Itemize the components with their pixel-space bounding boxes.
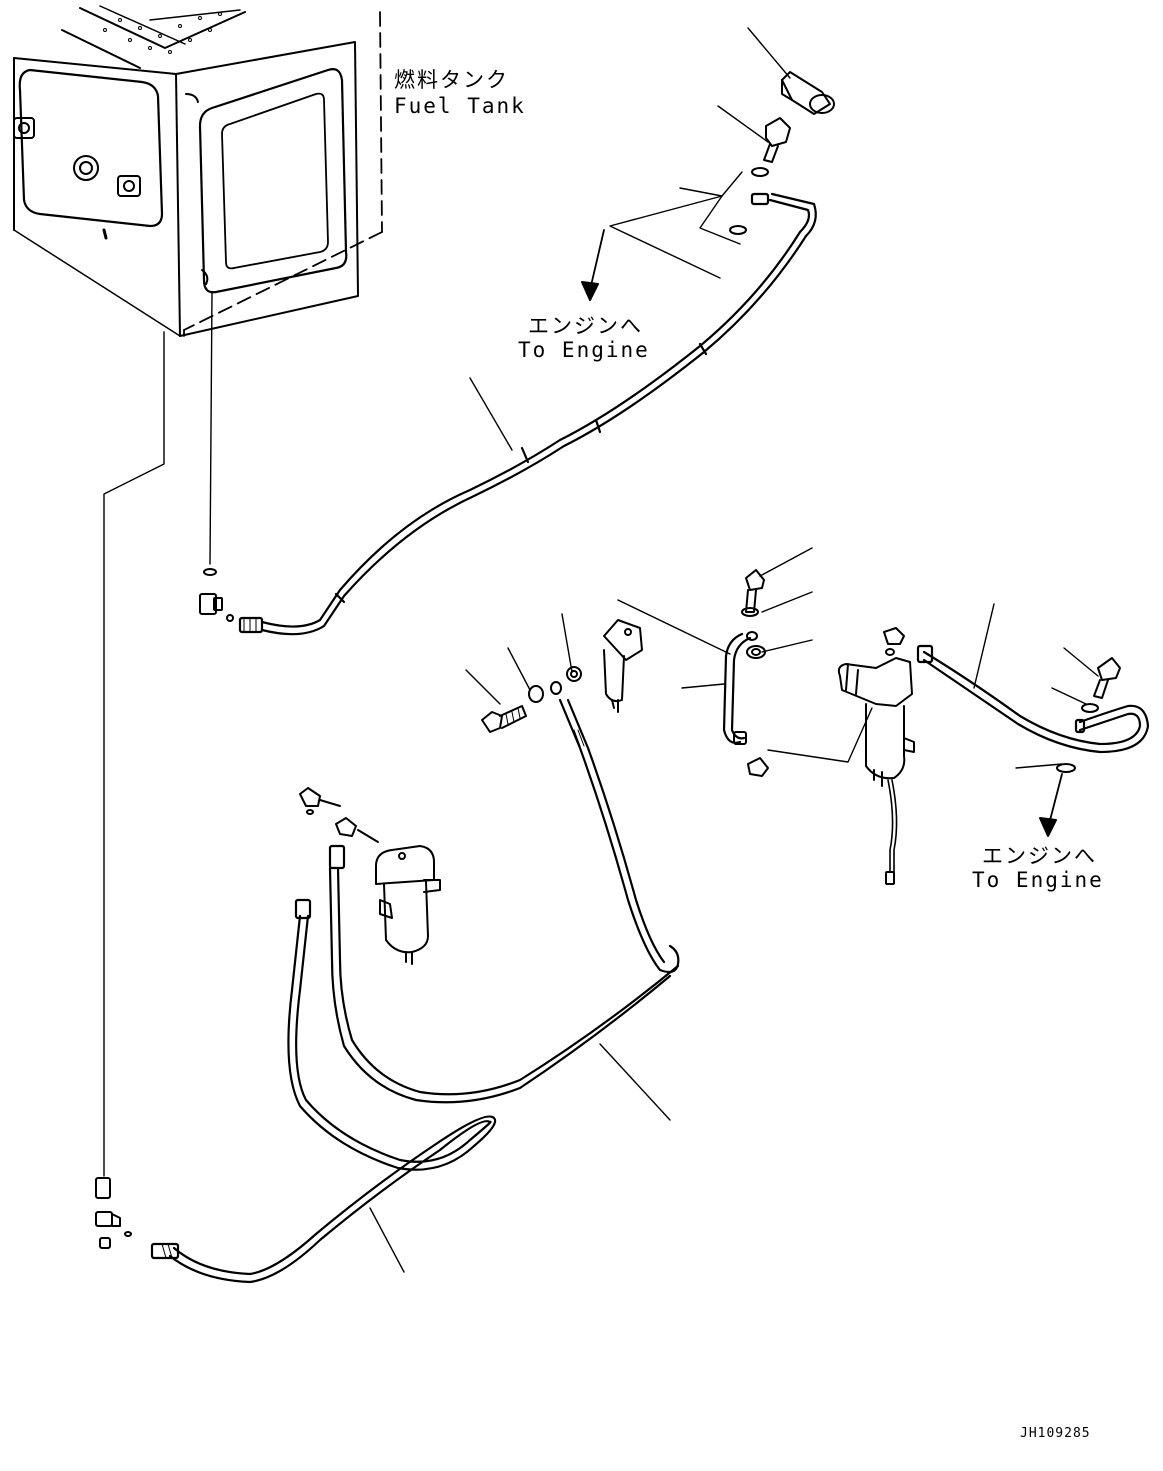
washer-top [751, 167, 769, 177]
center-long-hose [328, 698, 680, 1104]
to-engine-arrow-1 [581, 229, 605, 301]
fuel-tank-label-en: Fuel Tank [394, 94, 526, 118]
washer-right-top [1081, 703, 1099, 713]
lower-tank-fittings [95, 1177, 132, 1249]
fuel-tank-label-jp: 燃料タンク [394, 68, 509, 92]
fuel-tank [13, 5, 383, 337]
washer-left [528, 685, 544, 703]
right-return-hose [916, 644, 1150, 754]
banjo-bolt-right [1093, 657, 1121, 699]
banjo-bolt-top [763, 117, 791, 163]
tank-grid-dots [103, 12, 222, 54]
to-engine-label-jp-1: エンジンへ [528, 314, 643, 338]
fuel-filter-bottom [299, 787, 441, 965]
to-engine-label-en-1: To Engine [518, 338, 650, 362]
hose-elbow-pipe [781, 71, 835, 115]
fuel-filter-small [566, 619, 643, 713]
leader-lines [103, 27, 1099, 1273]
tank-elbow-fitting [199, 568, 234, 622]
upper-fuel-hose [238, 192, 817, 636]
to-engine-label-jp-2: エンジンへ [982, 844, 1097, 868]
washer-lower [729, 225, 747, 235]
to-engine-arrow-2 [1039, 773, 1063, 837]
bolt-left [481, 705, 527, 733]
washer-right-bottom [1056, 763, 1076, 773]
drawing-number: JH109285 [1020, 1426, 1091, 1441]
o-ring-left [550, 681, 562, 695]
water-separator [837, 627, 915, 885]
left-lower-hose [150, 898, 497, 1284]
to-engine-label-en-2: To Engine [972, 868, 1104, 892]
right-pipe-assembly [722, 569, 769, 777]
